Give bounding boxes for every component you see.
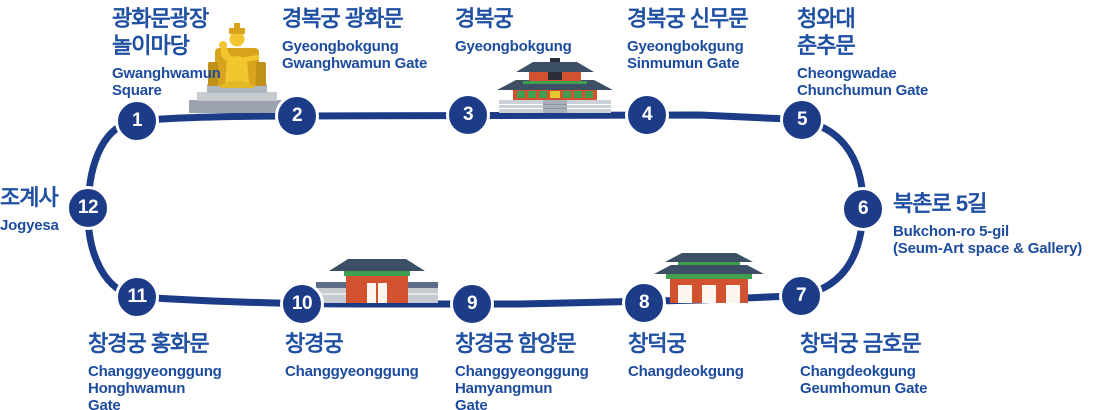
stop-title: 창덕궁 [628, 331, 687, 356]
stop-label-3: 경복궁 Gyeongbokgung [455, 5, 572, 55]
stop-subtitle: Bukchon-ro 5-gil(Seum-Art space & Galler… [893, 223, 1083, 257]
changgyeonggung-gate-illustration [316, 259, 438, 303]
stop-title: 창덕궁 금호문 [800, 331, 922, 356]
stop-label-8: 창덕궁 Changdeokgung [628, 330, 744, 380]
stop-title: 경복궁 신무문 [627, 6, 749, 31]
stop-number: 8 [638, 292, 650, 313]
route-stop-marker-9: 9 [450, 282, 494, 326]
stop-title: 창경궁 함양문 [455, 331, 577, 356]
stop-title: 경복궁 광화문 [282, 6, 404, 31]
changdeokgung-gate-illustration [654, 253, 764, 303]
stop-title: 경복궁 [455, 6, 514, 31]
route-stop-marker-10: 10 [280, 282, 324, 326]
king-sejong-statue-illustration [189, 23, 285, 113]
stop-number: 11 [127, 286, 147, 307]
stop-label-10: 창경궁 Changgyeonggung [285, 330, 419, 380]
stop-title: 창경궁 홍화문 [88, 331, 210, 356]
stop-number: 3 [462, 104, 474, 125]
stop-number: 9 [466, 293, 478, 314]
stop-number: 4 [641, 104, 653, 125]
stop-label-12: 조계사 Jogyesa [0, 184, 59, 234]
stop-title: 조계사 [0, 185, 59, 210]
route-stop-marker-1: 1 [115, 99, 159, 143]
route-stop-marker-4: 4 [625, 93, 669, 137]
route-stop-marker-5: 5 [780, 98, 824, 142]
route-stop-marker-3: 3 [446, 93, 490, 137]
stop-number: 10 [291, 293, 313, 314]
route-stop-marker-2: 2 [275, 94, 319, 138]
stop-title: 북촌로 5길 [893, 191, 987, 216]
route-stop-marker-12: 12 [66, 186, 110, 230]
stop-subtitle: Changgyeonggung [285, 363, 419, 380]
stop-number: 5 [796, 109, 808, 130]
stop-number: 7 [795, 285, 807, 306]
stop-subtitle: Jogyesa [0, 217, 59, 234]
stop-subtitle: Gyeongbokgung [455, 38, 572, 55]
gyeongbokgung-palace-illustration [497, 58, 613, 113]
stop-title: 창경궁 [285, 331, 344, 356]
route-stop-marker-11: 11 [115, 275, 159, 319]
stop-label-6: 북촌로 5길 Bukchon-ro 5-gil(Seum-Art space &… [893, 190, 1082, 257]
stop-number: 6 [857, 198, 869, 219]
stop-subtitle: Changdeokgung [628, 363, 744, 380]
route-stop-marker-8: 8 [622, 281, 666, 325]
route-stop-marker-7: 7 [779, 274, 823, 318]
stop-number: 12 [77, 197, 99, 218]
stop-number: 1 [131, 110, 143, 131]
stop-number: 2 [291, 105, 303, 126]
route-stop-marker-6: 6 [841, 187, 885, 231]
